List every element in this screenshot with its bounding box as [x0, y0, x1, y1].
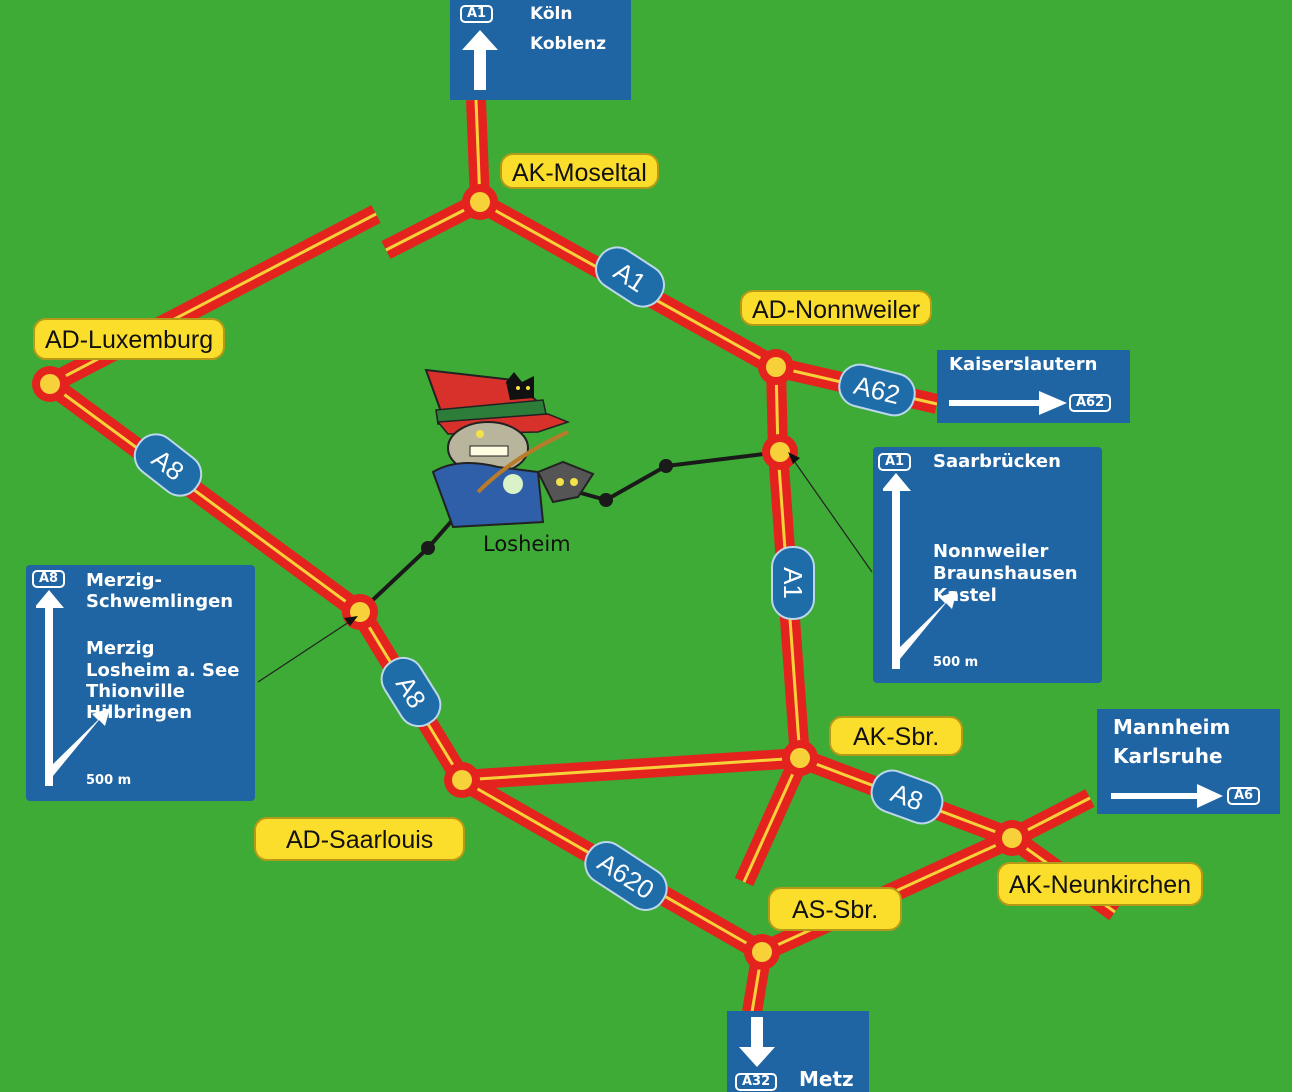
shield-text: A1 [778, 567, 808, 599]
sign-exit-destination: Kastel [933, 585, 997, 606]
route-badge: A32 [735, 1073, 778, 1091]
route-badge: A1 [460, 5, 494, 23]
junction-node-center [452, 770, 472, 790]
route-badge: A1 [878, 453, 912, 471]
shield-a1-north: A1 [595, 246, 665, 308]
town-label-losheim: Losheim [483, 532, 571, 556]
junction-node-center [766, 357, 786, 377]
junction-label-ad-nonnweiler: AD-Nonnweiler [740, 290, 933, 326]
route-waypoint [599, 493, 613, 507]
arrow-right-icon [949, 391, 1067, 415]
route-shields: A1 A62 A8 A1 A8 A8 A620 [133, 246, 944, 911]
junction-node-center [770, 442, 790, 462]
sign-exit-destination: Nonnweiler [933, 541, 1049, 562]
sign-distance: 500 m [86, 773, 132, 788]
road-centerline-sbr-south-stub [742, 757, 802, 883]
route-badge: A62 [1069, 394, 1112, 412]
route-badge: A8 [32, 570, 66, 588]
junction-node-center [40, 374, 60, 394]
sign-exit-destination: Hilbringen [86, 702, 193, 723]
sign-destination: Kaiserslautern [949, 354, 1098, 375]
sign-pointers [257, 452, 873, 683]
shield-a8-west: A8 [133, 433, 203, 497]
pointer-arrowhead [788, 452, 800, 464]
arrow-up-icon [462, 30, 498, 90]
sign-destination: Mannheim [1113, 715, 1231, 739]
sign-exit-destination: Thionville [86, 681, 185, 702]
arrow-straight-exit-icon [36, 590, 110, 786]
sign-merzig: A8 Merzig- Schwemlingen Merzig Losheim a… [26, 565, 255, 801]
route-waypoint [659, 459, 673, 473]
shield-a62: A62 [838, 363, 916, 417]
junction-node-center [470, 192, 490, 212]
arrow-straight-exit-icon [883, 473, 957, 669]
junction-label-ad-saarlouis: AD-Saarlouis [254, 817, 466, 861]
junction-label-as-sbr: AS-Sbr. [768, 887, 903, 931]
sign-destination: Schwemlingen [86, 591, 234, 612]
route-line-east [569, 450, 781, 503]
shield-a620: A620 [584, 841, 668, 911]
sign-exit-destination: Losheim a. See [86, 660, 240, 681]
junction-node-center [752, 942, 772, 962]
sign-saarbruecken: A1 Saarbrücken Nonnweiler Braunshausen K… [873, 447, 1102, 683]
sign-destination: Merzig- [86, 570, 162, 591]
route-waypoint [421, 541, 435, 555]
pointer-arrowhead [344, 616, 358, 626]
sign-exit-destination: Braunshausen [933, 563, 1078, 584]
sign-exit-destination: Merzig [86, 638, 155, 659]
sign-destination: Metz [799, 1067, 854, 1091]
junction-label-ak-neunkirchen: AK-Neunkirchen [997, 862, 1204, 906]
pointer-line [791, 457, 873, 573]
pointer-line [257, 619, 353, 683]
sign-destination: Karlsruhe [1113, 744, 1223, 768]
road-centerline-saarlouis-sbr [461, 756, 801, 782]
sign-distance: 500 m [933, 655, 979, 670]
junction-node-center [790, 748, 810, 768]
witch-mascot-icon [424, 368, 595, 529]
sign-mannheim-karlsruhe: Mannheim Karlsruhe A6 [1097, 709, 1280, 814]
shield-a8-east: A8 [870, 769, 944, 825]
junction-label-ad-luxemburg: AD-Luxemburg [33, 318, 226, 360]
route-badge: A6 [1227, 787, 1261, 805]
junction-node-center [1002, 828, 1022, 848]
junction-label-ak-moseltal: AK-Moseltal [500, 153, 659, 189]
sign-destination: Saarbrücken [933, 451, 1061, 472]
sign-north-koeln-koblenz: A1 Köln Koblenz [450, 0, 631, 100]
sign-kaiserslautern: Kaiserslautern A62 [937, 350, 1130, 423]
sign-destination: Köln [530, 4, 573, 24]
junction-label-ak-sbr: AK-Sbr. [829, 716, 964, 756]
arrow-down-icon [739, 1017, 775, 1067]
sign-metz: A32 Metz [727, 1011, 869, 1092]
sign-destination: Koblenz [530, 34, 607, 54]
shield-a1-east: A1 [771, 546, 815, 620]
shield-a8-south: A8 [380, 656, 442, 728]
arrow-right-icon [1111, 784, 1223, 808]
